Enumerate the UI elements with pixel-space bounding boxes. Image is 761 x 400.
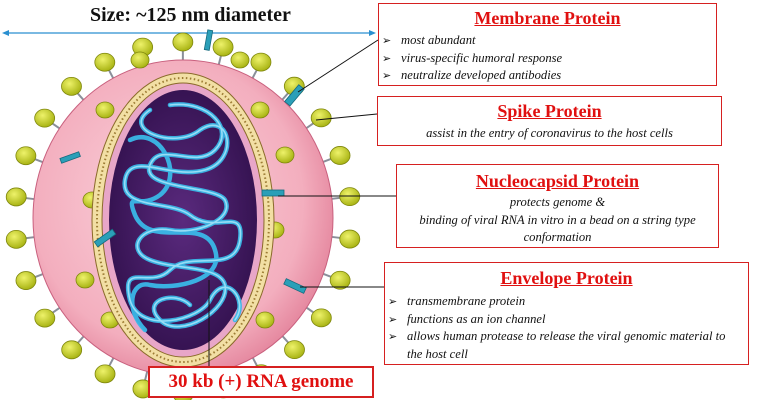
list-item: allows human protease to release the vir… (385, 328, 742, 363)
nucleocapsid-protein-line2: binding of viral RNA in vitro in a bead … (419, 212, 696, 245)
pointer-lines (208, 39, 396, 366)
nucleocapsid-protein-box: Nucleocapsid Protein protects genome & b… (396, 164, 719, 248)
spike-head (310, 308, 332, 328)
rna-genome-box: 30 kb (+) RNA genome (148, 366, 374, 398)
spike-protein-text: assist in the entry of coronavirus to th… (426, 126, 673, 140)
envelope-proteins (59, 29, 307, 294)
list-item: functions as an ion channel (385, 311, 742, 329)
membrane-protein-box: Membrane Protein most abundant virus-spe… (378, 3, 717, 86)
spike-head (329, 146, 351, 165)
spike-head (255, 311, 275, 329)
envelope-protein-title: Envelope Protein (500, 268, 633, 288)
spike-head (15, 271, 37, 290)
spike-head (34, 108, 56, 128)
spike-head (34, 308, 56, 328)
spike-head (61, 340, 83, 360)
envelope-protein-box: Envelope Protein transmembrane protein f… (384, 262, 749, 365)
spike-head (329, 270, 351, 290)
spike-head (310, 108, 332, 128)
spike-head (130, 51, 150, 69)
rna-genome-strand-light (124, 103, 242, 328)
spike-head (61, 76, 82, 96)
spike-head (212, 37, 234, 57)
spike-head (339, 229, 361, 249)
spike-head (95, 101, 115, 119)
envelope-protein-list: transmembrane protein functions as an io… (385, 293, 748, 363)
list-item: virus-specific humoral response (379, 50, 716, 68)
spike-head (94, 52, 116, 72)
spike-head (94, 364, 116, 384)
nucleocapsid-core (109, 90, 257, 350)
size-arrow (2, 30, 376, 36)
nucleocapsid-protein-line1: protects genome & (509, 195, 606, 209)
spike-head (230, 51, 250, 69)
spike-head (250, 52, 272, 72)
nucleocapsid-protein-title: Nucleocapsid Protein (475, 171, 640, 191)
spike-head (5, 187, 27, 207)
rna-genome-label: 30 kb (+) RNA genome (168, 371, 354, 392)
spike-protein-title: Spike Protein (497, 101, 602, 121)
list-item: most abundant (379, 32, 716, 50)
spike-head (250, 101, 270, 119)
spike-head (275, 146, 295, 164)
list-item: neutralize developed antibodies (379, 67, 716, 85)
lipid-membrane-dots (96, 77, 270, 363)
membrane-protein-list: most abundant virus-specific humoral res… (379, 32, 716, 85)
spike-head (284, 340, 305, 360)
spike-head (5, 229, 27, 249)
spike-protein-box: Spike Protein assist in the entry of cor… (377, 96, 722, 146)
spike-head (339, 187, 361, 207)
size-label: Size: ~125 nm diameter (90, 4, 291, 26)
list-item: transmembrane protein (385, 293, 742, 311)
spike-head (15, 146, 37, 166)
spike-head (172, 32, 194, 52)
spike-head (75, 271, 95, 289)
membrane-protein-title: Membrane Protein (474, 8, 621, 28)
